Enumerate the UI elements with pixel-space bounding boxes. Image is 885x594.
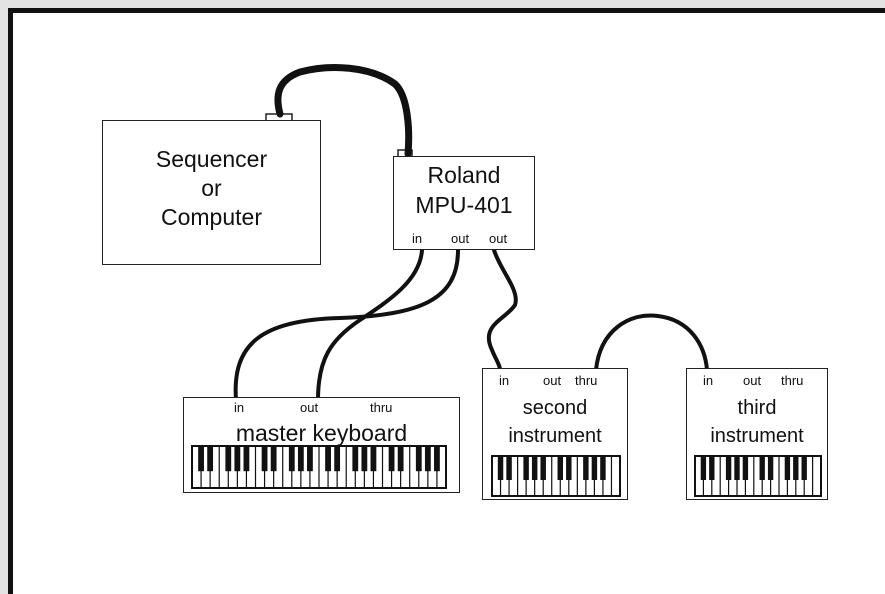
third-instrument-box: in out thru third instrument xyxy=(686,368,828,500)
mpu-port-out-2: out xyxy=(489,231,508,246)
mpu-port-in: in xyxy=(412,231,423,246)
third-label-1: third xyxy=(737,397,777,419)
master-port-out: out xyxy=(300,400,319,415)
second-label-2: instrument xyxy=(508,425,602,447)
second-port-out: out xyxy=(543,373,562,388)
cable-mpu-out-to-second-in xyxy=(486,248,518,372)
second-port-thru: thru xyxy=(575,373,598,388)
sequencer-label-2: or xyxy=(201,175,222,201)
cable-mpu-out-to-master-in xyxy=(233,248,460,402)
mpu-port-out-1: out xyxy=(451,231,470,246)
third-port-thru: thru xyxy=(781,373,804,388)
second-port-in: in xyxy=(499,373,510,388)
mpu-401-box: Roland MPU-401 in out out xyxy=(393,156,535,250)
second-instrument-box: in out thru second instrument xyxy=(482,368,628,500)
third-port-in: in xyxy=(703,373,714,388)
sequencer-label-1: Sequencer xyxy=(155,146,268,172)
mpu-label-2: MPU-401 xyxy=(415,192,513,218)
third-label-2: instrument xyxy=(710,425,804,447)
master-port-thru: thru xyxy=(370,400,393,415)
mpu-label-1: Roland xyxy=(427,162,501,188)
master-keyboard-box: in out thru master keyboard xyxy=(183,397,460,493)
cable-second-thru-to-third-in xyxy=(594,313,709,372)
sequencer-label-3: Computer xyxy=(161,204,262,230)
second-label-1: second xyxy=(522,397,588,419)
sequencer-box: Sequencer or Computer xyxy=(102,120,321,265)
master-port-in: in xyxy=(234,400,245,415)
third-port-out: out xyxy=(743,373,762,388)
cable-mpu-in-to-master-out xyxy=(316,248,424,402)
master-keyboard-label: master keyboard xyxy=(235,420,408,446)
computer-cable xyxy=(274,64,413,158)
